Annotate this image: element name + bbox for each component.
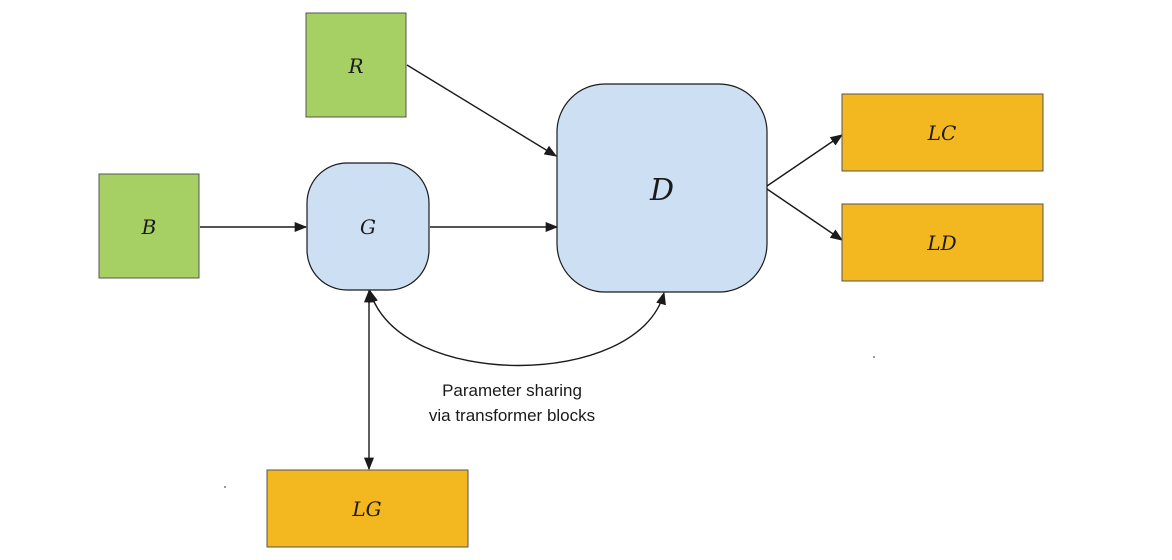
node-lc-label: LC <box>927 121 957 145</box>
edges <box>200 64 844 471</box>
node-lc: LC <box>841 93 1044 172</box>
node-r-label: R <box>347 54 363 78</box>
node-b-label: B <box>141 215 157 239</box>
node-lc-box <box>841 93 1044 172</box>
node-lg-label: LG <box>351 497 381 521</box>
parameter-sharing-annotation: Parameter sharing via transformer blocks <box>429 381 595 425</box>
node-d: D <box>556 83 768 293</box>
edge-d-to-lc <box>766 134 844 187</box>
node-d-box <box>556 83 768 293</box>
node-lg-box <box>266 469 469 548</box>
node-ld-label: LD <box>926 231 956 255</box>
node-b: B <box>98 173 200 279</box>
node-g: G <box>306 162 430 291</box>
node-ld-box <box>841 203 1044 282</box>
node-b-box <box>98 173 200 279</box>
speck-dot <box>224 486 226 488</box>
node-d-label: D <box>649 173 674 208</box>
edge-r-to-d <box>406 64 558 157</box>
annotation-line-2: via transformer blocks <box>429 406 595 425</box>
annotation-line-1: Parameter sharing <box>442 381 582 400</box>
node-r: R <box>305 12 407 118</box>
node-g-label: G <box>360 215 376 239</box>
node-g-box <box>306 162 430 291</box>
edge-parameter-sharing-curve <box>368 289 666 367</box>
node-lg: LG <box>266 469 469 548</box>
speck-dot <box>873 356 875 358</box>
edge-d-to-ld <box>766 188 844 241</box>
node-ld: LD <box>841 203 1044 282</box>
node-r-box <box>305 12 407 118</box>
